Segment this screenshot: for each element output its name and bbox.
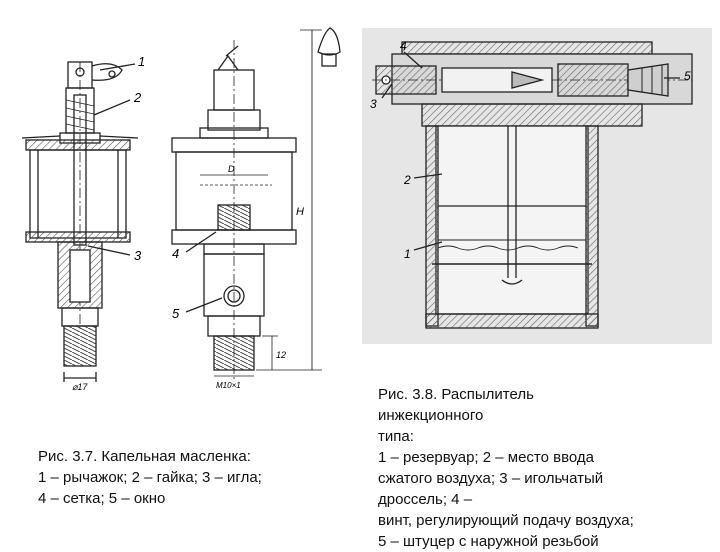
callout-4: 4	[400, 39, 407, 53]
caption-line: 1 – резервуар; 2 – место ввода	[378, 449, 595, 466]
oiler-glass-reservoir	[29, 149, 127, 239]
caption-line: 1 – рычажок; 2 – гайка; 3 – игла;	[38, 469, 262, 486]
callout-5: 5	[172, 306, 180, 321]
caption-line: сжатого воздуха; 3 – игольчатый	[378, 470, 604, 487]
dimension-D-label: D	[228, 164, 235, 174]
callout-5: 5	[684, 69, 691, 83]
caption-line: дроссель; 4 –	[378, 491, 473, 508]
dimension-12-label: 12	[276, 350, 286, 360]
figure-3-7-drawing: 1 2 3 4 5 H D 12 ⌀17 М10×1	[21, 27, 341, 392]
callout-1: 1	[404, 247, 411, 261]
callout-2: 2	[403, 173, 411, 187]
sprayer-top-plate	[401, 41, 653, 55]
sprayer-fitting	[627, 63, 669, 97]
oiler-threaded-end	[63, 325, 97, 367]
lever-handle-detail	[317, 27, 341, 56]
oiler-lever	[91, 63, 123, 81]
oiler-top-cap	[25, 139, 131, 151]
caption-line: 5 – штуцер с наружной резьбой	[378, 533, 599, 550]
callout-2: 2	[133, 90, 142, 105]
callout-3: 3	[370, 97, 377, 111]
callout-1: 1	[138, 54, 145, 69]
caption-figure-3-8: Рис. 3.8. Распылитель инжекционного типа…	[378, 384, 634, 552]
dimension-thread-label: М10×1	[216, 381, 241, 390]
caption-figure-3-7: Рис. 3.7. Капельная масленка: 1 – рычажо…	[38, 446, 262, 509]
sprayer-reservoir	[435, 125, 589, 315]
caption-line: 4 – сетка; 5 – окно	[38, 490, 166, 507]
caption-line: винт, регулирующий подачу воздуха;	[378, 512, 634, 529]
caption-line: Рис. 3.7. Капельная масленка:	[38, 448, 251, 465]
figure-3-8-drawing: 4 3 5 2 1	[362, 28, 712, 344]
dimension-H-label: H	[296, 206, 304, 218]
caption-line: Рис. 3.8. Распылитель	[378, 386, 534, 403]
dimension-d17-label: ⌀17	[72, 382, 88, 392]
callout-3: 3	[134, 248, 142, 263]
sprayer-lid	[421, 103, 643, 127]
caption-line: инжекционного	[378, 407, 484, 424]
callout-4: 4	[172, 246, 179, 261]
caption-line: типа:	[378, 428, 414, 445]
